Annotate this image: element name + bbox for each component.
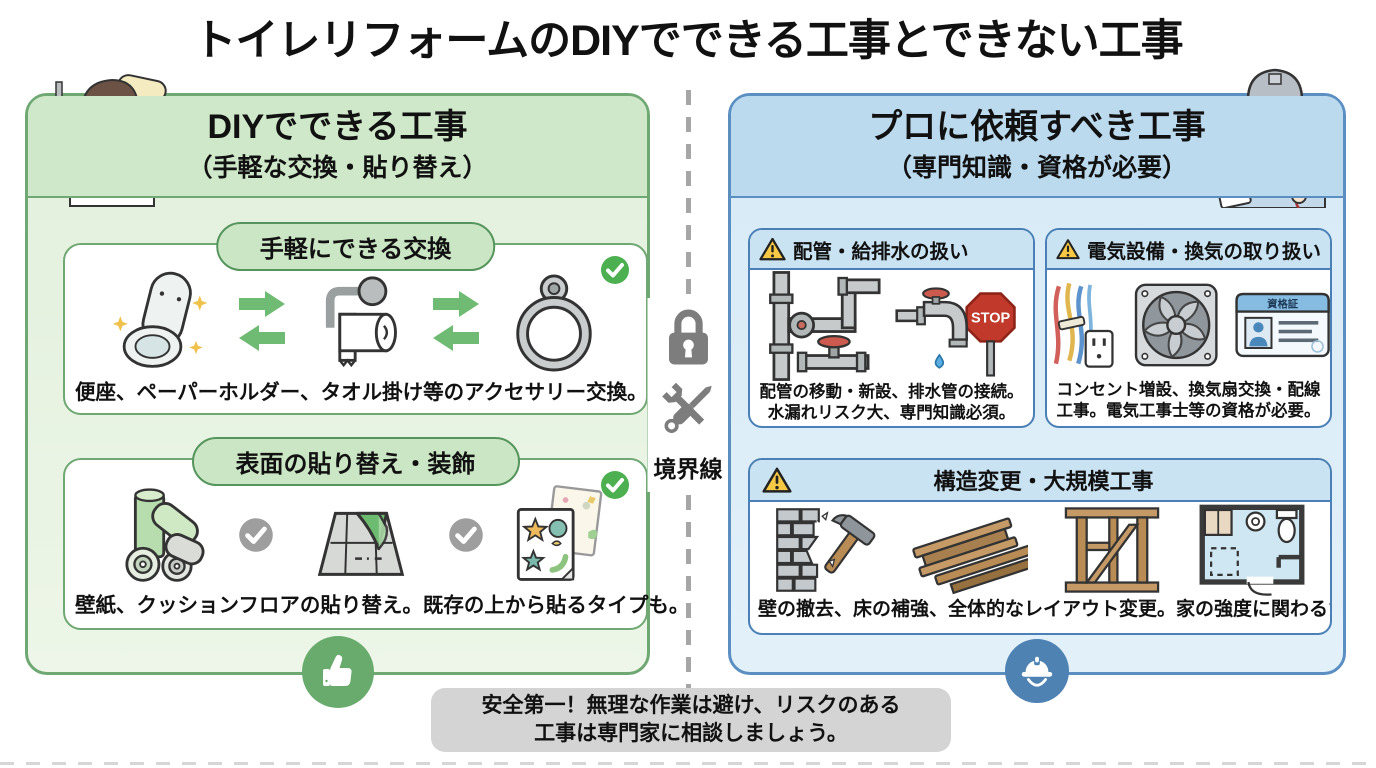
plumbing-card: 配管・給排水の扱い: [748, 228, 1035, 428]
plumbing-icons: STOP: [750, 270, 1033, 382]
easy-swap-card: 手軽にできる交換: [63, 222, 648, 415]
broken-wall-hammer-icon: [776, 508, 876, 593]
wallpaper-rolls-icon: [124, 488, 205, 582]
boundary-divider: 境界線: [647, 298, 729, 492]
swap-arrows-icon: [238, 291, 285, 351]
electrical-caption: コンセント増設、換気扇交換・配線工事。電気工事士等の資格が必要。: [1056, 381, 1321, 421]
gray-check-icon: [448, 518, 483, 552]
lock-icon: [668, 309, 708, 365]
bottom-dashed-line: [0, 762, 1376, 765]
electrical-card-title: 電気設備・換気の取り扱い: [1086, 240, 1321, 263]
green-check-icon: [601, 256, 629, 284]
green-check-icon: [601, 471, 629, 499]
easy-swap-badge: 手軽にできる交換: [215, 222, 496, 271]
easy-swap-icons: [65, 245, 646, 375]
diy-panel-title: DIYでできる工事: [207, 108, 468, 147]
electrical-card: 電気設備・換気の取り扱い: [1045, 228, 1332, 428]
warning-icon: [1056, 238, 1080, 259]
structural-card: 構造変更・大規模工事: [748, 458, 1332, 635]
thumbs-up-icon: [322, 654, 352, 686]
license-card-icon: 資格証: [1235, 292, 1330, 358]
electrical-icons: 資格証: [1047, 270, 1330, 380]
page-title: トイレリフォームのDIYでできる工事とできない工事: [193, 17, 1183, 65]
pro-panel-title: プロに依頼すべき工事: [868, 108, 1206, 147]
floor-plan-icon: [1199, 504, 1305, 597]
safety-line-2: 工事は専門家に相談しましょう。: [534, 722, 848, 745]
pipes-valve-icon: [768, 271, 881, 381]
paper-holder-icon: [325, 276, 397, 368]
surface-badge: 表面の貼り替え・装飾: [191, 437, 520, 486]
wires-outlet-icon: [1053, 282, 1114, 368]
pro-panel: プロに依頼すべき工事 （専門知識・資格が必要） 配管・給排水の扱い: [728, 68, 1346, 703]
warning-icon: [759, 237, 786, 260]
crossed-tools-icon: [661, 382, 712, 433]
safety-line-1: 安全第一！無理な作業は避け、リスクのある: [481, 693, 901, 717]
ventilation-fan-icon: [1135, 283, 1218, 367]
gray-check-icon: [238, 518, 273, 552]
steel-beams-icon: [912, 517, 1028, 595]
diy-panel: DIYでできる工事 （手軽な交換・貼り替え） 手軽にできる交換: [25, 74, 690, 708]
pro-panel-subtitle: （専門知識・資格が必要）: [886, 153, 1187, 182]
svg-text:資格証: 資格証: [1266, 298, 1299, 311]
pro-panel-header: プロに依頼すべき工事 （専門知識・資格が必要）: [731, 96, 1343, 198]
surface-card: 表面の貼り替え・装飾: [63, 437, 690, 630]
diy-panel-subtitle: （手軽な交換・貼り替え）: [187, 153, 488, 182]
boundary-label: 境界線: [653, 456, 723, 482]
safety-banner: 安全第一！無理な作業は避け、リスクのある 工事は専門家に相談しましょう。: [431, 688, 951, 752]
plumbing-caption: 配管の移動・新設、排水管の接続。水漏れリスク大、専門知識必須。: [759, 383, 1024, 423]
toilet-seat-icon: [112, 271, 207, 368]
structural-card-header: 構造変更・大規模工事: [750, 460, 1330, 503]
swap-arrows-icon: [432, 291, 479, 351]
structural-icons: [750, 502, 1330, 598]
hardhat-icon: [1021, 656, 1053, 687]
svg-text:STOP: STOP: [970, 311, 1010, 327]
hardhat-badge: [1005, 639, 1069, 703]
easy-swap-caption: 便座、ペーパーホルダー、タオル掛け等のアクセサリー交換。: [75, 381, 648, 404]
stop-sign-icon: STOP: [964, 292, 1016, 377]
wood-frame-icon: [1064, 507, 1160, 594]
faucet-drip-icon: STOP: [894, 287, 1016, 377]
plumbing-card-header: 配管・給排水の扱い: [750, 230, 1033, 270]
plumbing-card-title: 配管・給排水の扱い: [793, 240, 969, 263]
surface-caption: 壁紙、クッションフロアの貼り替え。既存の上から貼るタイプも。: [75, 594, 690, 617]
electrical-card-header: 電気設備・換気の取り扱い: [1047, 230, 1330, 270]
thumbs-up-badge: [301, 636, 374, 708]
structural-card-title: 構造変更・大規模工事: [933, 469, 1154, 495]
cushion-floor-icon: [317, 511, 404, 576]
surface-icons: [65, 460, 646, 588]
structural-caption: 壁の撤去、床の補強、全体的なレイアウト変更。家の強度に関わるため。: [758, 599, 1332, 621]
towel-ring-icon: [515, 274, 592, 372]
diy-panel-header: DIYでできる工事 （手軽な交換・貼り替え）: [28, 96, 647, 198]
sticker-sheet-icon: [516, 485, 602, 581]
warning-icon: [762, 467, 792, 493]
